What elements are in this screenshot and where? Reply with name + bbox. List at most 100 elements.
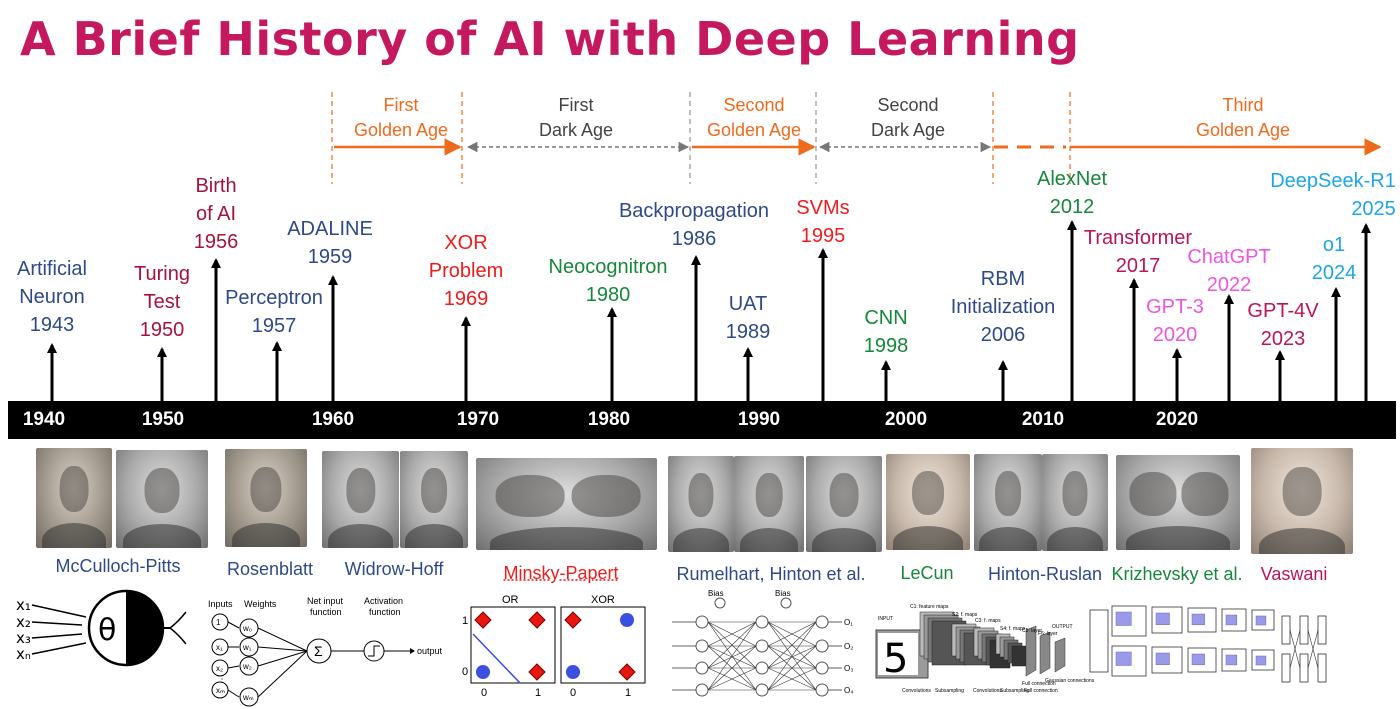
event-year: 1986	[671, 228, 717, 250]
alexnet-kernel	[1225, 614, 1238, 626]
photo-mcculloch	[36, 448, 112, 548]
cnn-label: Full connection	[1024, 688, 1058, 694]
axis-tick: 1	[535, 687, 541, 699]
year-label: 2020	[1155, 409, 1199, 430]
alexnet-kernel	[1155, 652, 1170, 665]
xor-panel-title: XOR	[591, 594, 615, 606]
or-decision-boundary	[472, 633, 521, 684]
xor-panel-title: OR	[502, 594, 519, 606]
alexnet-kernel	[1115, 651, 1132, 666]
xor-point-diamond	[618, 663, 636, 681]
photo-shoulders	[673, 528, 729, 552]
mlp-edge	[707, 621, 757, 669]
event-text: Test	[143, 291, 181, 313]
event-year: 1959	[307, 246, 353, 268]
photo-head	[1181, 472, 1229, 516]
perceptron-input-label: 1	[216, 618, 221, 627]
event-text: CNN	[864, 307, 908, 329]
alexnet-dense	[1281, 653, 1291, 683]
axis-tick: 1	[625, 687, 631, 699]
event-year: 1950	[139, 319, 185, 341]
event-arrowhead	[328, 275, 338, 285]
photo-head	[59, 466, 89, 512]
event-text: Problem	[428, 260, 504, 282]
event-year: 2022	[1206, 274, 1252, 296]
mlp-edge	[707, 645, 757, 669]
photo-vaswani	[1251, 448, 1353, 554]
era-label-line: First	[558, 95, 594, 115]
cnn-input-digit: 5	[883, 636, 908, 682]
photo-shoulders	[812, 528, 876, 552]
event-arrowhead	[1067, 220, 1077, 230]
perceptron-header: function	[369, 607, 401, 617]
perceptron-line	[227, 665, 240, 669]
cnn-label: C3: f. maps	[975, 618, 1001, 624]
perceptron-header: Activation	[364, 596, 403, 606]
axis-tick: 0	[570, 687, 576, 699]
year-label: 1960	[311, 409, 355, 430]
photo-head	[495, 474, 565, 517]
perceptron-input-label: xₘ	[216, 686, 225, 695]
event-text: Birth	[195, 175, 237, 197]
photo-shoulders	[739, 528, 799, 552]
photo-shoulders	[1259, 527, 1345, 554]
cnn-label: C1: feature maps	[910, 604, 949, 610]
perceptron-output-label: output	[417, 646, 443, 656]
mlp-bias-label: Bias	[775, 589, 791, 598]
person-name: Minsky-Papert	[503, 563, 619, 583]
year-label: 1980	[587, 409, 631, 430]
year-label: 1940	[22, 409, 66, 430]
mlp-edge	[707, 621, 757, 691]
cnn-label: F6: layer	[1038, 631, 1058, 637]
event-text: of AI	[195, 203, 237, 225]
event-arrowhead	[461, 316, 471, 326]
cnn-label: Full connection	[1022, 681, 1056, 687]
event-year: 1957	[251, 315, 297, 337]
mlp-node	[695, 661, 709, 675]
era-label-line: Golden Age	[706, 120, 802, 140]
year-label: 1990	[737, 409, 781, 430]
era-label-line: Third	[1222, 95, 1264, 115]
or-point-diamond	[528, 611, 546, 629]
mlp-edge	[767, 621, 817, 669]
era-label-line: Second	[877, 95, 939, 115]
event-year: 1943	[29, 314, 75, 336]
mlp-node	[755, 615, 769, 629]
neuron-body-fill	[126, 591, 163, 665]
perceptron-step-symbol	[368, 645, 380, 657]
mlp-node	[695, 615, 709, 629]
page-title: A Brief History of AI with Deep Learning	[20, 12, 1080, 66]
xor-point-circle	[566, 665, 580, 679]
event-arrowhead	[211, 258, 221, 268]
event-year: 1995	[800, 225, 846, 247]
alexnet-kernel	[1255, 655, 1267, 666]
event-text: Artificial	[16, 258, 88, 280]
person-name: McCulloch-Pitts	[55, 556, 181, 576]
axis-tick: 1	[462, 615, 468, 627]
event-text: Initialization	[950, 296, 1056, 318]
perceptron-weight-label: wₘ	[242, 693, 254, 702]
era-label-line: Second	[723, 95, 785, 115]
cnn-input-digit-box	[878, 633, 918, 675]
photo-head	[912, 471, 944, 516]
photo-salakhutdinov	[1042, 454, 1108, 551]
mlp-edge	[767, 645, 817, 691]
mlp-output-label: O₄	[844, 686, 854, 695]
event-year: 1989	[725, 321, 771, 343]
event-text: Perceptron	[225, 287, 323, 309]
photo-lecun	[886, 454, 970, 550]
event-text: Neocognitron	[548, 256, 668, 278]
event-text: SVMs	[796, 197, 850, 219]
alexnet-input	[1089, 609, 1109, 673]
alexnet-dense	[1299, 615, 1309, 645]
perceptron-input-label: x₁	[216, 643, 223, 652]
event-text: Neuron	[19, 286, 85, 308]
photo-williams	[806, 456, 882, 552]
